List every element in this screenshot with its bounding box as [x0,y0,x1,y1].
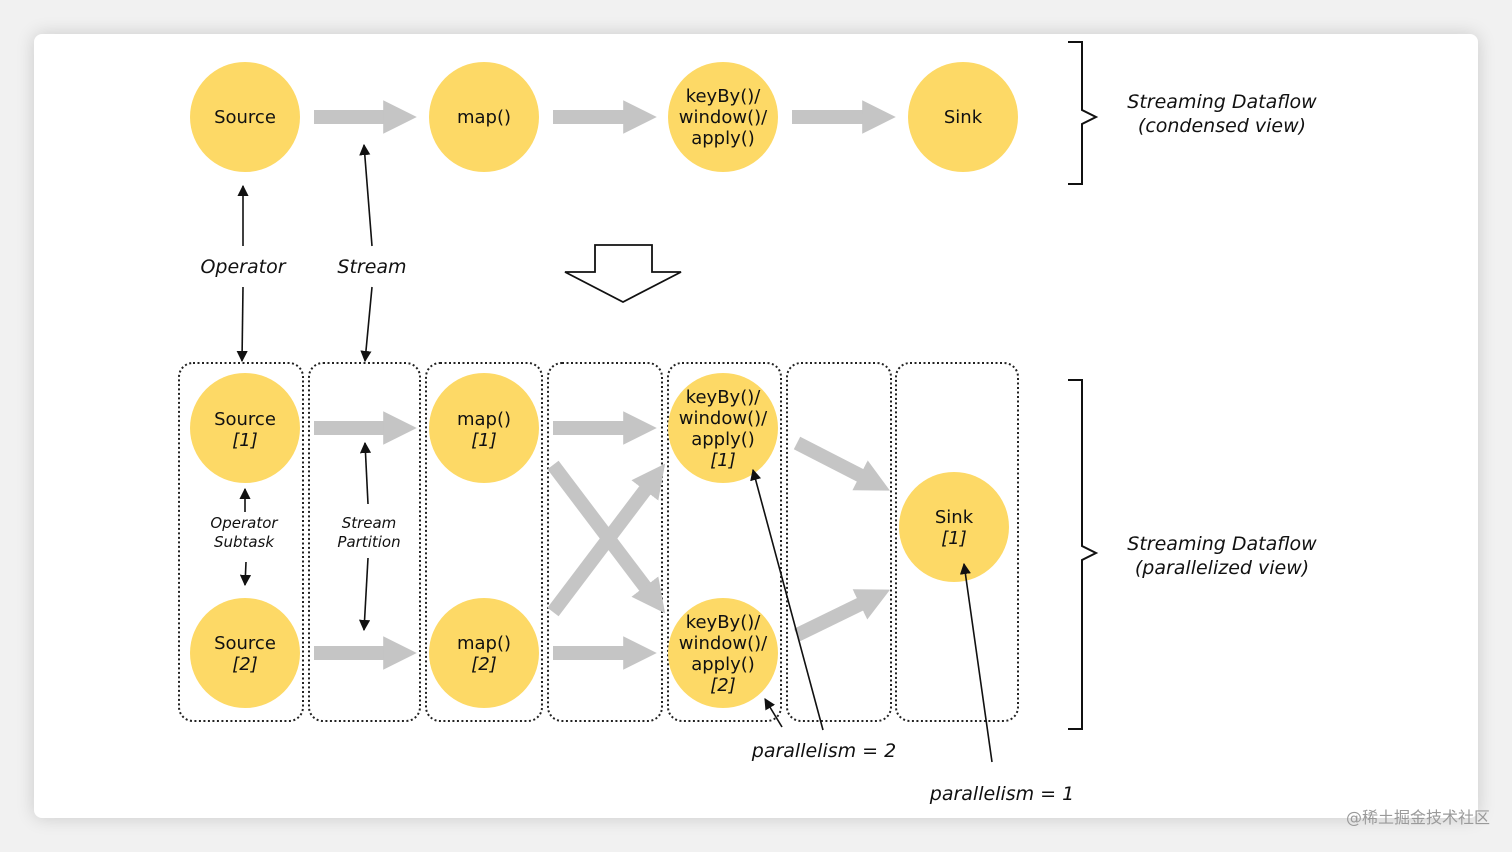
condensed-brace [1068,41,1099,185]
sink-1-index: [1] [941,528,967,549]
window-2-label: window()/ [679,633,768,654]
apply-2-label: apply() [691,654,755,675]
partition-box-sink [895,362,1019,722]
subtask-map-2-node [429,598,539,708]
parallelism-1-label: parallelism = 1 [929,783,1074,805]
condensed-view: Source map() keyBy()/ window()/ apply() … [190,41,1317,363]
operator-map-node [429,62,539,172]
partition-box-map [425,362,543,722]
keyby-1-index: [1] [710,450,736,471]
window-label: window()/ [679,107,768,128]
subtask-keyby-1-node [668,373,778,483]
apply-label: apply() [691,128,755,149]
condensed-view-subtitle: (condensed view) [1138,115,1306,137]
parallelism-2-pointer-keyby2 [764,698,783,728]
parallelized-view-subtitle: (parallelized view) [1135,557,1309,579]
stream-pointer-down [360,286,373,363]
keyby-2-index: [2] [710,675,736,696]
subtask-source-2-node [190,598,300,708]
map-2-label: map() [457,633,511,654]
stream-arrow-map1-keyby2 [547,460,666,614]
stream-arrow-keyby2-sink [793,589,891,642]
transform-down-arrow-icon [564,244,682,304]
sink-label: Sink [944,107,983,128]
keyby-2-label: keyBy()/ [686,612,762,633]
subtask-map-1-node [429,373,539,483]
parallelism-1-pointer-sink [959,562,993,763]
operator-keyby-node [668,62,778,172]
partition-box-keyby [667,362,782,722]
subtask-source-1-node [190,373,300,483]
map-2-index: [2] [471,654,497,675]
stream-label: Stream [337,256,406,278]
subtask-pointer-down [239,561,252,587]
watermark: @稀土掘金技术社区 [1345,808,1490,827]
subtask-sink-1-node [899,472,1009,582]
partition-pointer-up [359,441,372,505]
source-1-index: [1] [232,430,258,451]
pointer-lines-top [236,143,373,363]
condensed-view-title: Streaming Dataflow [1127,91,1317,113]
window-1-label: window()/ [679,408,768,429]
stream-partition-label-2: Partition [337,533,400,551]
stream-pointer-up [359,143,373,247]
operator-label: Operator [200,256,286,278]
operator-source-node [190,62,300,172]
partition-pointer-down [358,557,371,632]
keyby-label: keyBy()/ [686,86,762,107]
parallelism-2-pointer-keyby1 [750,468,824,731]
operator-subtask-label-2: Subtask [214,533,275,551]
partition-box-source [178,362,304,722]
partition-boxes [178,362,1019,722]
operator-pointer-down [236,286,248,363]
source-2-index: [2] [232,654,258,675]
operator-sink-node [908,62,1018,172]
source-label: Source [214,107,276,128]
partition-box-stream-3 [786,362,892,722]
partition-box-stream-1 [308,362,421,722]
stream-arrow-map2-keyby1 [547,463,666,617]
sink-1-label: Sink [935,507,974,528]
operator-subtask-label-1: Operator [210,514,278,532]
keyby-1-label: keyBy()/ [686,387,762,408]
stream-partition-label-1: Stream [342,514,397,532]
parallelized-view: Source [1] Source [2] map() [1] map() [2… [178,362,1317,805]
map-1-label: map() [457,409,511,430]
parallelized-view-title: Streaming Dataflow [1127,533,1317,555]
map-label: map() [457,107,511,128]
parallel-stream-arrows [314,411,891,670]
apply-1-label: apply() [691,429,755,450]
map-1-index: [1] [471,430,497,451]
parallelism-2-label: parallelism = 2 [751,740,896,762]
source-1-label: Source [214,409,276,430]
parallelized-brace [1068,379,1099,730]
pointer-lines-bottom [239,441,993,763]
stream-arrow-keyby1-sink [793,436,890,491]
source-2-label: Source [214,633,276,654]
subtask-keyby-2-node [668,598,778,708]
